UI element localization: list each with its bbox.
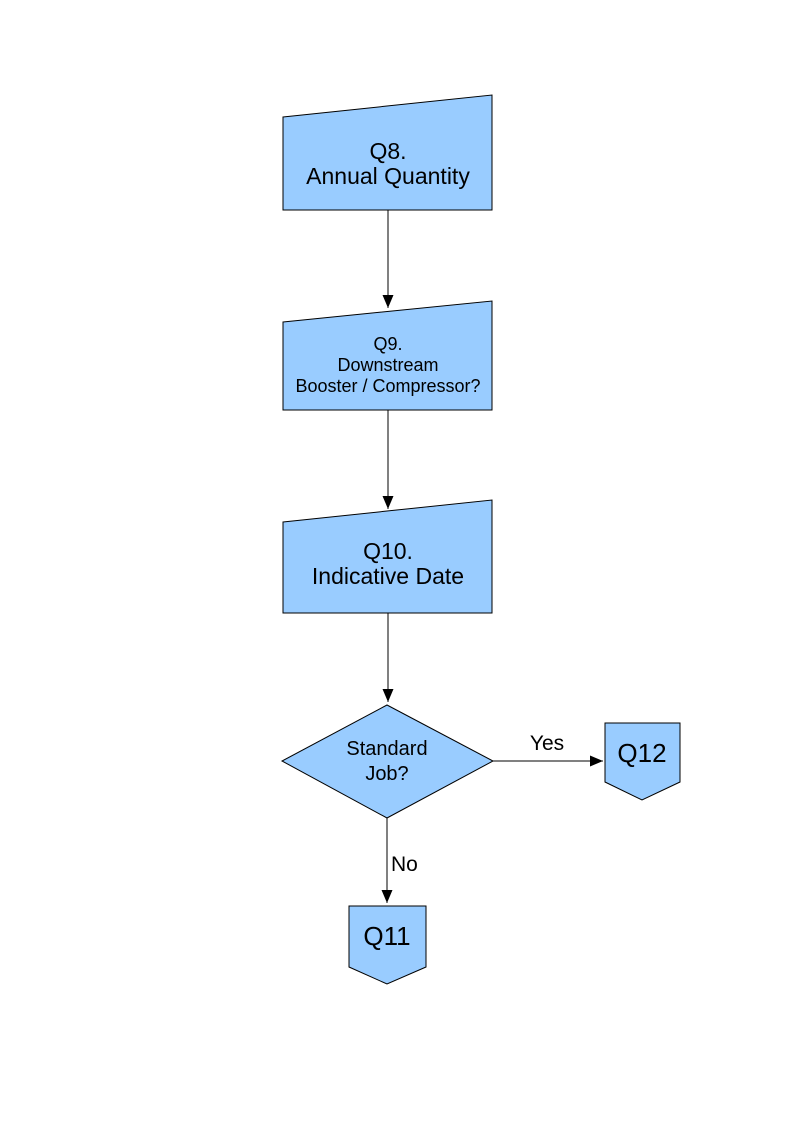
- q11-label: Q11: [363, 921, 410, 951]
- decision-label-line2: Job?: [365, 763, 408, 785]
- q12-label: Q12: [617, 738, 666, 768]
- q10-manual-input-shape: [282, 499, 493, 614]
- q8-label-line1: Q8.: [369, 138, 406, 164]
- q12-offpage-connector-shape: [604, 722, 681, 801]
- q10-label-line1: Q10.: [363, 538, 413, 564]
- q8-label-line2: Annual Quantity: [306, 163, 470, 189]
- q9-label-line3: Booster / Compressor?: [295, 376, 480, 396]
- q11-offpage-connector-shape: [348, 905, 427, 985]
- decision-label-line1: Standard: [346, 738, 427, 760]
- q9-label-line1: Q9.: [373, 334, 402, 354]
- q9-label-line2: Downstream: [337, 355, 438, 375]
- yes-edge-label: Yes: [530, 732, 564, 755]
- no-edge-label: No: [391, 853, 418, 876]
- q9-manual-input-shape: [282, 300, 493, 411]
- standard-job-decision-shape: [280, 704, 495, 819]
- q8-manual-input-shape: [282, 94, 493, 211]
- q10-label-line2: Indicative Date: [312, 563, 464, 589]
